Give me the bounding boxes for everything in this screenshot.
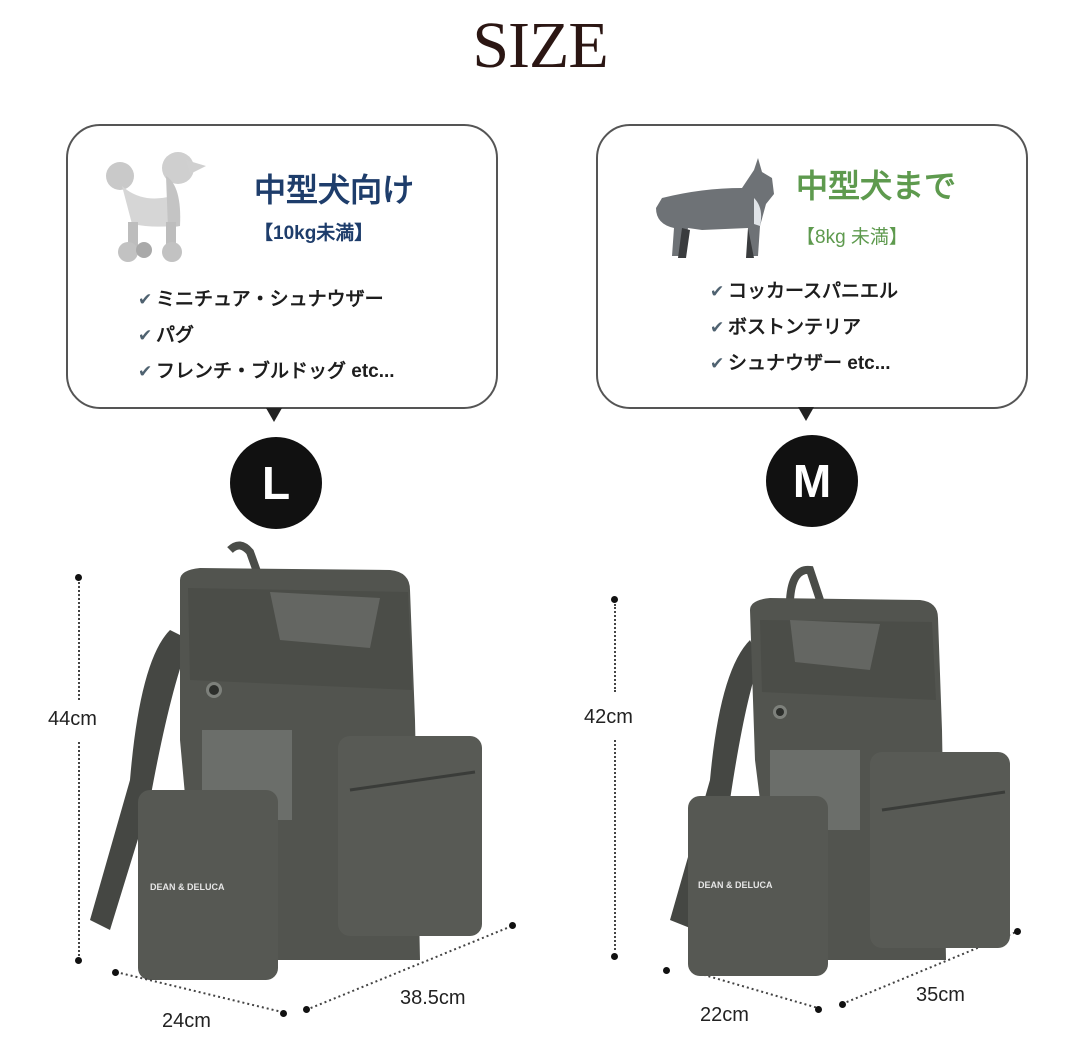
size-l-width: 38.5cm xyxy=(400,987,466,1009)
dimension-marker xyxy=(611,953,618,960)
check-icon: ✔ xyxy=(138,290,153,309)
page-title: SIZE xyxy=(472,9,608,82)
dimension-marker xyxy=(1014,928,1021,935)
size-l-breed-list: ✔ミニチュア・シュナウザー ✔パグ ✔フレンチ・ブルドッグ etc... xyxy=(138,282,395,390)
dimension-marker xyxy=(663,967,670,974)
size-m-height: 42cm xyxy=(584,706,633,728)
height-dimension-line xyxy=(614,604,616,692)
dimension-marker xyxy=(303,1006,310,1013)
height-dimension-line xyxy=(78,742,80,956)
size-m-depth: 22cm xyxy=(700,1004,749,1026)
dimension-marker xyxy=(112,969,119,976)
size-l-info-bubble: 中型犬向け 【10kg未満】 ✔ミニチュア・シュナウザー ✔パグ ✔フレンチ・ブ… xyxy=(66,124,498,409)
check-icon: ✔ xyxy=(710,318,725,337)
height-dimension-line xyxy=(78,582,80,700)
height-dimension-line xyxy=(614,740,616,950)
list-item: ✔コッカースパニエル xyxy=(710,274,898,310)
size-m-headline: 中型犬まで xyxy=(796,168,957,204)
size-badge-l: L xyxy=(230,437,322,529)
size-m-info-bubble: 中型犬まで 【8kg 未満】 ✔コッカースパニエル ✔ボストンテリア ✔シュナウ… xyxy=(596,124,1028,409)
check-icon: ✔ xyxy=(710,282,725,301)
dimension-marker xyxy=(75,957,82,964)
size-l-headline: 中型犬向け xyxy=(254,172,415,208)
list-item: ✔ボストンテリア xyxy=(710,310,898,346)
brand-logo: DEAN & DELUCA xyxy=(698,880,773,890)
backpack-m-image: DEAN & DELUCA xyxy=(670,565,1010,976)
dimension-marker xyxy=(75,574,82,581)
dimension-marker xyxy=(611,596,618,603)
list-item: ✔パグ xyxy=(138,318,395,354)
check-icon: ✔ xyxy=(138,326,153,345)
size-l-depth: 24cm xyxy=(162,1010,211,1032)
dimension-marker xyxy=(815,1006,822,1013)
dimension-marker xyxy=(280,1010,287,1017)
size-m-width: 35cm xyxy=(916,984,965,1006)
dimension-marker xyxy=(839,1001,846,1008)
poodle-icon xyxy=(106,152,206,262)
backpack-l-image: DEAN & DELUCA xyxy=(90,541,482,980)
dimension-marker xyxy=(509,922,516,929)
check-icon: ✔ xyxy=(710,354,725,373)
size-badge-m: M xyxy=(766,435,858,527)
size-m-breed-list: ✔コッカースパニエル ✔ボストンテリア ✔シュナウザー etc... xyxy=(710,274,898,382)
size-l-height: 44cm xyxy=(48,708,97,730)
size-l-weight: 【10kg未満】 xyxy=(254,223,374,244)
size-m-weight: 【8kg 未満】 xyxy=(796,227,908,248)
list-item: ✔ミニチュア・シュナウザー xyxy=(138,282,395,318)
list-item: ✔フレンチ・ブルドッグ etc... xyxy=(138,354,395,390)
check-icon: ✔ xyxy=(138,362,153,381)
brand-logo: DEAN & DELUCA xyxy=(150,882,225,892)
french-bulldog-icon xyxy=(656,158,774,258)
bubble-tail xyxy=(266,408,282,422)
bubble-tail xyxy=(798,407,814,421)
list-item: ✔シュナウザー etc... xyxy=(710,346,898,382)
